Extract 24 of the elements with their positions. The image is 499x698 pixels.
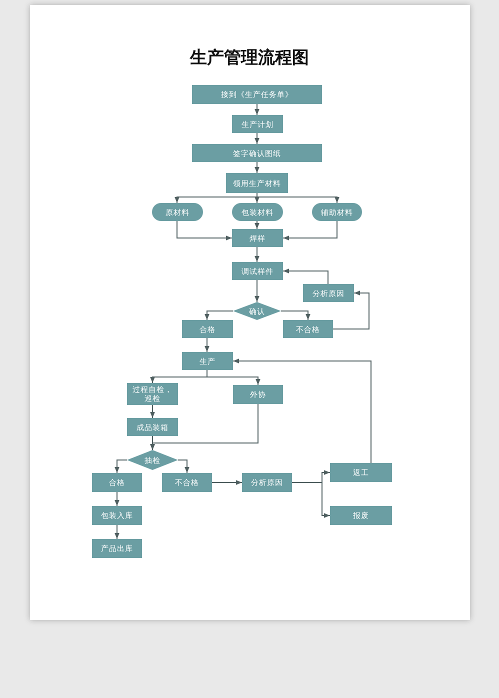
arrow bbox=[114, 492, 120, 506]
arrow bbox=[232, 358, 372, 464]
arrow bbox=[206, 370, 260, 386]
arrow bbox=[280, 310, 310, 320]
arrow bbox=[204, 338, 210, 352]
arrow bbox=[254, 162, 260, 174]
arrow bbox=[150, 404, 155, 418]
arrow bbox=[254, 246, 260, 262]
arrow bbox=[282, 268, 328, 284]
arrow bbox=[254, 280, 260, 302]
arrow bbox=[150, 436, 155, 450]
title: 生产管理流程图 bbox=[188, 47, 310, 69]
arrow bbox=[176, 220, 232, 240]
arrow bbox=[332, 290, 370, 330]
arrow bbox=[114, 460, 128, 474]
arrow bbox=[254, 104, 260, 116]
arrow bbox=[178, 460, 190, 474]
arrow bbox=[204, 310, 234, 320]
arrow bbox=[114, 524, 120, 540]
arrow bbox=[292, 482, 330, 518]
arrow bbox=[282, 220, 338, 240]
arrow bbox=[254, 132, 260, 144]
arrow bbox=[254, 220, 260, 230]
arrow bbox=[212, 480, 242, 485]
